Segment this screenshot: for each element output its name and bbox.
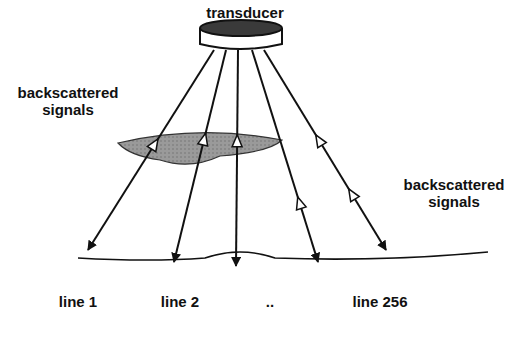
signal-label: backscattered signals xyxy=(8,84,128,119)
scan-line xyxy=(88,50,214,250)
transducer-body xyxy=(200,20,282,49)
echo-arrowhead xyxy=(297,197,307,210)
signal-label: backscattered signals xyxy=(394,176,514,211)
scan-line xyxy=(174,50,226,262)
reflecting-surface xyxy=(78,252,488,260)
echo-arrowhead xyxy=(349,189,360,202)
line-label: line 2 xyxy=(150,293,210,310)
scan-line xyxy=(236,50,238,266)
line-label: .. xyxy=(255,293,285,310)
scan-line xyxy=(264,50,386,250)
echo-arrowhead xyxy=(316,135,327,148)
scan-lines xyxy=(88,50,386,266)
echo-arrowhead xyxy=(147,139,158,152)
transducer-label: transducer xyxy=(190,4,300,21)
echo-arrowhead xyxy=(232,135,242,147)
echo-arrowhead xyxy=(198,133,208,146)
scan-line xyxy=(252,50,318,262)
line-label: line 256 xyxy=(340,293,420,310)
line-label: line 1 xyxy=(48,293,108,310)
